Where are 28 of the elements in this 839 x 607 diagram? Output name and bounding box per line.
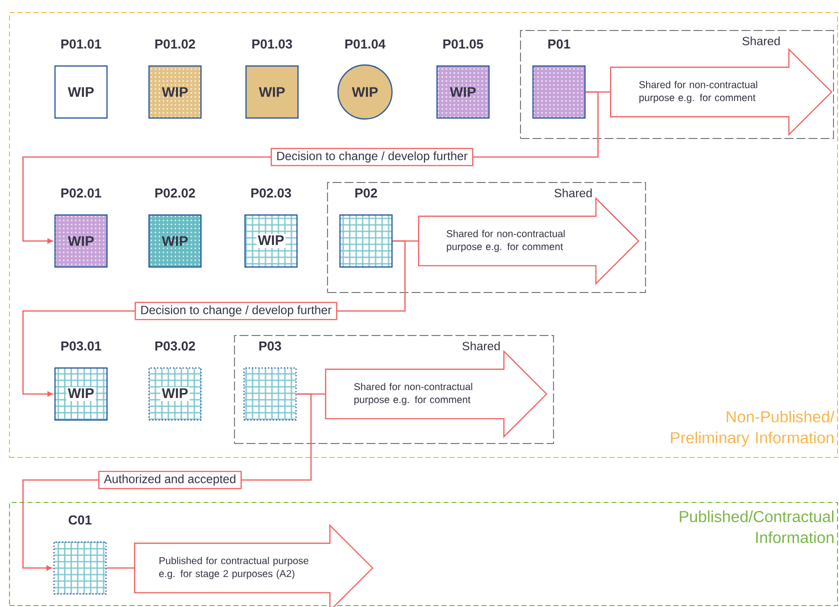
version-label: P01 bbox=[548, 39, 570, 49]
wip-box: WIP bbox=[436, 65, 490, 119]
version-label: P01.01 bbox=[61, 39, 102, 49]
version-label: P03.01 bbox=[61, 341, 102, 351]
version-label: P02.02 bbox=[155, 188, 196, 198]
edge-label: Decision to change / develop further bbox=[270, 148, 474, 166]
wip-box: WIP bbox=[148, 65, 202, 119]
version-label: P02.03 bbox=[251, 188, 292, 198]
version-label: P01.03 bbox=[252, 39, 292, 49]
wip-box: WIP bbox=[148, 214, 202, 268]
edge-label: Authorized and accepted bbox=[98, 470, 242, 490]
wip-box: WIP bbox=[54, 65, 108, 119]
connector bbox=[106, 567, 134, 569]
version-label: P01.05 bbox=[443, 39, 484, 49]
version-label: P02.01 bbox=[61, 188, 102, 198]
version-label: P01.02 bbox=[155, 39, 196, 49]
wip-box: WIP bbox=[54, 367, 108, 421]
wip-box: WIP bbox=[54, 214, 108, 268]
edge-label: Decision to change / develop further bbox=[134, 302, 338, 320]
node-label: Published for contractual purpose e.g. for stage 2 purposes (A2) bbox=[159, 556, 308, 580]
version-label: P02 bbox=[355, 188, 377, 198]
version-label: P03 bbox=[259, 341, 282, 351]
wip-box: WIP bbox=[245, 65, 299, 119]
wip-box: WIP bbox=[244, 214, 298, 268]
version-label: P03.02 bbox=[155, 341, 196, 351]
version-label: P01.04 bbox=[345, 39, 386, 49]
wip-box: WIP bbox=[148, 367, 202, 421]
version-label: C01 bbox=[68, 515, 92, 525]
